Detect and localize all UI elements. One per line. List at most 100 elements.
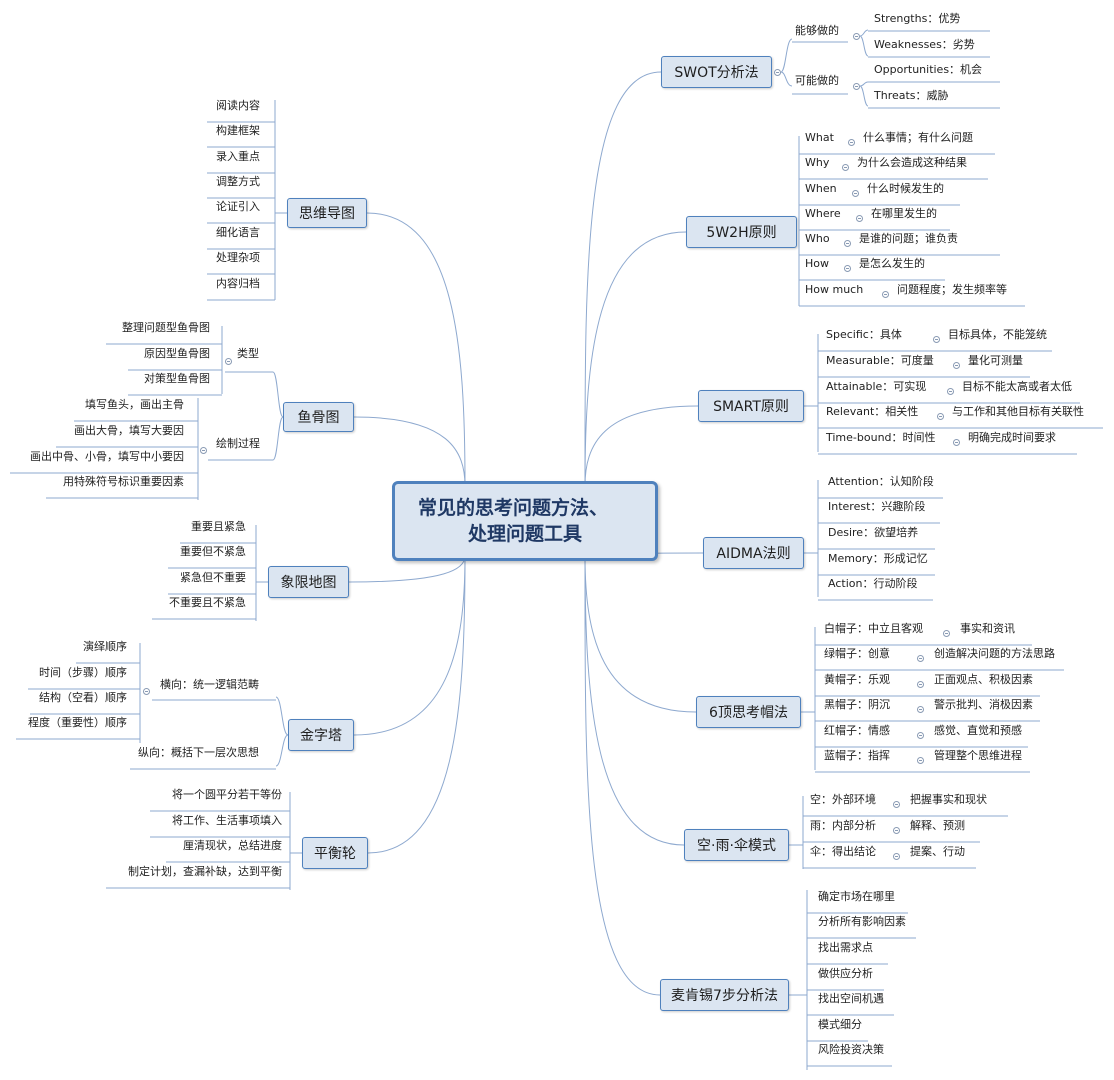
collapse-smart-3[interactable] bbox=[936, 412, 944, 420]
curve-fishbone bbox=[353, 416, 466, 487]
connector bbox=[859, 85, 869, 107]
swot-can-0: Strengths：优势 bbox=[874, 12, 961, 25]
collapse-swot-may[interactable] bbox=[852, 82, 860, 90]
fishbone-process-3: 用特殊符号标识重要因素 bbox=[63, 475, 184, 488]
topic-fishbone[interactable]: 鱼骨图 bbox=[283, 402, 354, 432]
collapse-w5h2-1[interactable] bbox=[841, 163, 849, 171]
collapse-umbrella-2[interactable] bbox=[892, 852, 900, 860]
topic-pyramid[interactable]: 金字塔 bbox=[288, 719, 354, 751]
topic-hats[interactable]: 6顶思考帽法 bbox=[696, 696, 801, 728]
collapse-w5h2-6[interactable] bbox=[881, 290, 889, 298]
w5h2-key-4: Who bbox=[805, 232, 830, 245]
wheel-1: 将工作、生活事项填入 bbox=[172, 814, 282, 827]
collapse-hats-3[interactable] bbox=[916, 705, 924, 713]
collapse-swot-can[interactable] bbox=[852, 32, 860, 40]
smart-key-0: Specific：具体 bbox=[826, 328, 902, 341]
collapse-hats-2[interactable] bbox=[916, 680, 924, 688]
link-swot-can bbox=[780, 38, 793, 73]
hats-val-0: 事实和资讯 bbox=[960, 622, 1015, 635]
mckinsey-0: 确定市场在哪里 bbox=[818, 890, 895, 903]
central-topic-line1: 常见的思考问题方法、 bbox=[417, 497, 608, 519]
curve-swot bbox=[584, 71, 662, 487]
quadrant-2: 紧急但不重要 bbox=[180, 571, 246, 584]
curve-w5h2 bbox=[584, 231, 687, 487]
connector bbox=[272, 416, 284, 461]
mindmap-1: 构建框架 bbox=[216, 124, 260, 137]
collapse-hats-4[interactable] bbox=[916, 731, 924, 739]
smart-key-1: Measurable：可度量 bbox=[826, 354, 934, 367]
collapse-pyramid-h[interactable] bbox=[142, 687, 150, 695]
umbrella-val-0: 把握事实和现状 bbox=[910, 793, 987, 806]
curve-pyramid bbox=[353, 555, 466, 736]
mckinsey-5: 模式细分 bbox=[818, 1018, 862, 1031]
swot-may-0: Opportunities：机会 bbox=[874, 63, 983, 76]
topic-swot[interactable]: SWOT分析法 bbox=[661, 56, 772, 88]
umbrella-key-0: 空：外部环境 bbox=[810, 793, 876, 806]
collapse-w5h2-0[interactable] bbox=[847, 138, 855, 146]
fishbone-type-1: 原因型鱼骨图 bbox=[144, 347, 210, 360]
collapse-w5h2-2[interactable] bbox=[851, 189, 859, 197]
fishbone-type-0: 整理问题型鱼骨图 bbox=[122, 321, 210, 334]
hats-val-5: 管理整个思维进程 bbox=[934, 749, 1022, 762]
smart-val-2: 目标不能太高或者太低 bbox=[962, 380, 1072, 393]
pyramid-h-label: 横向：统一逻辑范畴 bbox=[160, 678, 259, 691]
fishbone-type-2: 对策型鱼骨图 bbox=[144, 372, 210, 385]
topic-quadrant[interactable]: 象限地图 bbox=[268, 566, 349, 598]
hats-val-3: 警示批判、消极因素 bbox=[934, 698, 1033, 711]
link-swot-may bbox=[780, 71, 793, 87]
connector bbox=[275, 696, 289, 736]
topic-mindmap[interactable]: 思维导图 bbox=[287, 198, 367, 228]
fishbone-process-label: 绘制过程 bbox=[216, 437, 260, 450]
topic-w5h2[interactable]: 5W2H原则 bbox=[686, 216, 797, 248]
aidma-3: Memory：形成记忆 bbox=[828, 552, 928, 565]
curve-umbrella bbox=[584, 555, 685, 846]
w5h2-val-1: 为什么会造成这种结果 bbox=[857, 156, 967, 169]
aidma-0: Attention：认知阶段 bbox=[828, 475, 934, 488]
collapse-hats-1[interactable] bbox=[916, 654, 924, 662]
curve-mckinsey bbox=[584, 555, 661, 996]
collapse-smart-0[interactable] bbox=[932, 335, 940, 343]
collapse-umbrella-0[interactable] bbox=[892, 800, 900, 808]
connector bbox=[859, 81, 869, 87]
collapse-smart-1[interactable] bbox=[952, 361, 960, 369]
topic-mckinsey[interactable]: 麦肯锡7步分析法 bbox=[660, 979, 789, 1011]
central-topic[interactable]: 常见的思考问题方法、 处理问题工具 bbox=[392, 481, 658, 561]
pyramid-h-1: 时间（步骤）顺序 bbox=[39, 666, 127, 679]
collapse-fishbone-type[interactable] bbox=[224, 357, 232, 365]
fishbone-process-0: 填写鱼头，画出主骨 bbox=[85, 398, 184, 411]
collapse-hats-5[interactable] bbox=[916, 756, 924, 764]
mckinsey-6: 风险投资决策 bbox=[818, 1043, 884, 1056]
collapse-w5h2-3[interactable] bbox=[855, 214, 863, 222]
curve-smart bbox=[584, 405, 699, 487]
w5h2-val-4: 是谁的问题；谁负责 bbox=[859, 232, 958, 245]
w5h2-key-0: What bbox=[805, 131, 834, 144]
w5h2-val-6: 问题程度；发生频率等 bbox=[897, 283, 1007, 296]
smart-key-3: Relevant：相关性 bbox=[826, 405, 919, 418]
aidma-1: Interest：兴趣阶段 bbox=[828, 500, 926, 513]
pyramid-h-2: 结构（空看）顺序 bbox=[39, 691, 127, 704]
pyramid-h-0: 演绎顺序 bbox=[83, 640, 127, 653]
collapse-fishbone-process[interactable] bbox=[199, 446, 207, 454]
topic-wheel[interactable]: 平衡轮 bbox=[302, 837, 368, 869]
mindmap-0: 阅读内容 bbox=[216, 99, 260, 112]
mckinsey-1: 分析所有影响因素 bbox=[818, 915, 906, 928]
topic-umbrella[interactable]: 空·雨·伞模式 bbox=[684, 829, 789, 861]
connector bbox=[859, 29, 869, 37]
collapse-smart-2[interactable] bbox=[946, 387, 954, 395]
collapse-swot[interactable] bbox=[773, 68, 781, 76]
collapse-w5h2-4[interactable] bbox=[843, 239, 851, 247]
collapse-smart-4[interactable] bbox=[952, 438, 960, 446]
wheel-2: 厘清现状，总结进度 bbox=[183, 839, 282, 852]
hats-key-0: 白帽子：中立且客观 bbox=[824, 622, 923, 635]
collapse-umbrella-1[interactable] bbox=[892, 826, 900, 834]
topic-smart[interactable]: SMART原则 bbox=[698, 390, 804, 422]
curve-hats bbox=[584, 555, 697, 713]
topic-aidma[interactable]: AIDMA法则 bbox=[703, 537, 804, 569]
collapse-w5h2-5[interactable] bbox=[843, 264, 851, 272]
hats-val-1: 创造解决问题的方法思路 bbox=[934, 647, 1055, 660]
w5h2-key-1: Why bbox=[805, 156, 830, 169]
mindmap-5: 细化语言 bbox=[216, 226, 260, 239]
hats-key-3: 黑帽子：阴沉 bbox=[824, 698, 890, 711]
collapse-hats-0[interactable] bbox=[942, 629, 950, 637]
